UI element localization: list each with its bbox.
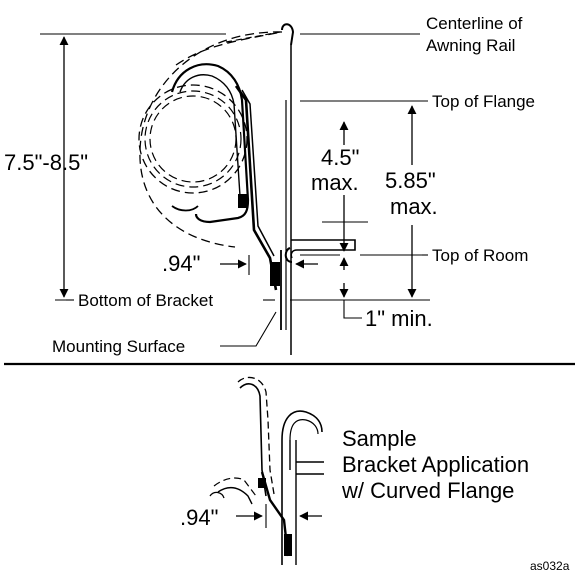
awning-envelope-outline	[139, 31, 283, 248]
sample-bracket-bolt-lower	[284, 534, 292, 556]
flange-gap-dimension-line1: 4.5"	[321, 145, 359, 170]
top-of-room-label: Top of Room	[432, 246, 528, 265]
bracket-inner-edge	[241, 89, 275, 257]
top-diagram: Centerline of Awning Rail Top of Flange …	[4, 14, 535, 356]
overall-height-dimension: 7.5"-8.5"	[4, 150, 88, 175]
ledge-hook	[284, 247, 293, 263]
offset-dimension: .94"	[162, 251, 200, 276]
awning-top-outline	[175, 31, 283, 66]
bottom-diagram: .94" Sample Bracket Application w/ Curve…	[180, 376, 529, 565]
curved-flange	[281, 410, 323, 441]
figure-code: as032a	[530, 559, 570, 573]
awning-case-lip	[171, 205, 199, 212]
centerline-label-line1: Centerline of	[426, 14, 523, 33]
sample-awning-solid-profile	[239, 383, 267, 497]
room-gap-dimension-line2: max.	[390, 194, 438, 219]
rail-dashed-connector	[225, 31, 281, 43]
centerline-label-line2: Awning Rail	[426, 36, 515, 55]
mounting-surface-leader	[220, 311, 277, 347]
awning-rail-hook	[281, 23, 295, 46]
bracket-bolt-upper	[238, 194, 248, 208]
sample-caption-line1: Sample	[342, 426, 417, 451]
sample-caption-line2: Bracket Application	[342, 452, 529, 477]
sample-awning-foot	[209, 491, 225, 499]
sample-bracket-bolt-upper	[258, 478, 266, 488]
top-of-flange-label: Top of Flange	[432, 92, 535, 111]
bracket-bolt-lower	[270, 262, 280, 286]
sample-caption-line3: w/ Curved Flange	[341, 478, 514, 503]
clearance-leader	[343, 300, 362, 319]
bottom-of-bracket-label: Bottom of Bracket	[78, 291, 213, 310]
room-gap-dimension-line1: 5.85"	[385, 168, 436, 193]
awning-roll-inner	[149, 95, 237, 183]
sample-awning-lower-arm	[217, 486, 253, 505]
min-clearance-dimension: 1" min.	[365, 306, 433, 331]
sample-offset-dimension: .94"	[180, 505, 218, 530]
curved-flange-inner	[289, 419, 319, 441]
flange-gap-dimension-line2: max.	[311, 170, 359, 195]
awning-roll-mid	[144, 90, 242, 188]
mounting-surface-label: Mounting Surface	[52, 337, 185, 356]
sample-awning-dashed-profile	[237, 376, 275, 495]
sample-room-ledge	[289, 440, 324, 475]
awning-case-profile	[170, 63, 250, 224]
awning-case-inner	[179, 74, 241, 197]
awning-roll-outer	[138, 84, 248, 194]
sample-awning-dashed-lower	[213, 477, 257, 497]
